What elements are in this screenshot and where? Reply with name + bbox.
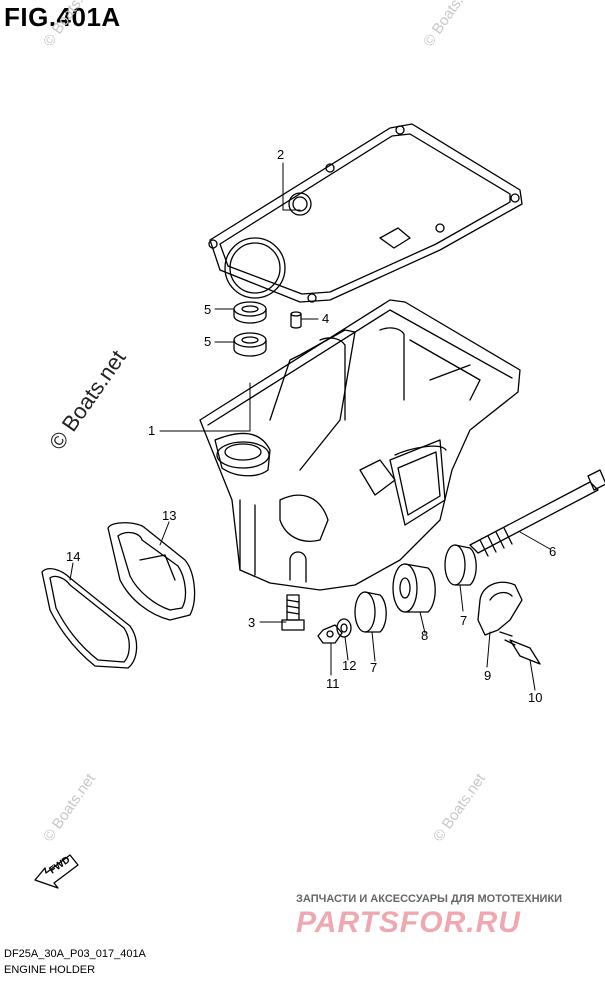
gasket-part: [208, 123, 523, 303]
gasket-cover: [41, 568, 138, 669]
callout-12: 12: [342, 658, 356, 673]
callout-7: 7: [370, 660, 377, 675]
cover: [107, 522, 196, 621]
callout-11: 11: [326, 676, 340, 691]
callout-10: 10: [528, 690, 542, 705]
dowel-pin: [290, 311, 302, 329]
callout-8: 8: [421, 628, 428, 643]
clamp: [477, 581, 523, 636]
oil-seal: [233, 301, 267, 324]
collar: [444, 544, 477, 586]
figure-caption: ENGINE HOLDER: [4, 964, 96, 976]
callout-5: 5: [204, 334, 211, 349]
banner-tagline: ЗАПЧАСТИ И АКСЕССУАРЫ ДЛЯ МОТОТЕХНИКИ: [296, 893, 563, 905]
figure-title: FIG.401A: [4, 2, 121, 32]
banner-logo: PARTSFOR.RU: [296, 906, 521, 939]
fwd-arrow-icon: [34, 854, 79, 889]
collar: [354, 591, 387, 633]
nut: [317, 624, 343, 644]
callout-3: 3: [248, 615, 255, 630]
oil-seal: [233, 332, 267, 357]
leader-lines: [69, 162, 551, 691]
long-bolt: [469, 469, 605, 557]
callout-1: 1: [148, 423, 155, 438]
callout-6: 6: [549, 544, 556, 559]
washer: [336, 618, 352, 638]
figure-code: DF25A_30A_P03_017_401A: [4, 948, 146, 960]
callout-4: 4: [322, 311, 329, 326]
callout-13: 13: [162, 508, 176, 523]
mount-rubber: [392, 563, 436, 613]
engine-holder-body: [199, 299, 521, 591]
callout-14: 14: [66, 549, 80, 564]
callout-5: 5: [204, 302, 211, 317]
callout-2: 2: [277, 147, 284, 162]
callout-7: 7: [460, 613, 467, 628]
bolt: [499, 631, 541, 665]
callout-9: 9: [484, 668, 491, 683]
bolt: [281, 594, 305, 631]
